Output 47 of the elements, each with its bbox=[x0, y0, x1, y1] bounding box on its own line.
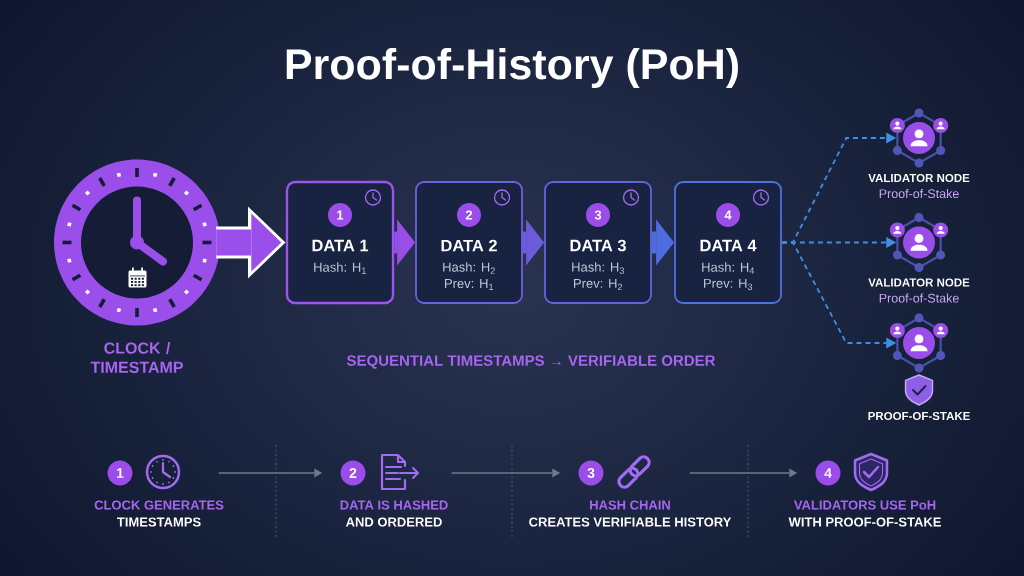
number-badge: 2 bbox=[340, 460, 366, 486]
arrow bbox=[216, 206, 286, 279]
number-badge: 3 bbox=[586, 203, 610, 227]
number-badge: 1 bbox=[107, 460, 133, 486]
step-title: HASH CHAIN bbox=[590, 500, 670, 510]
hash-text: Prev: H$_{3}$ bbox=[704, 278, 753, 291]
data-block bbox=[285, 180, 395, 305]
node-subtitle: Proof-of-Stake bbox=[879, 293, 959, 303]
step-text: TIMESTAMPS bbox=[117, 517, 201, 527]
data-block bbox=[544, 181, 652, 304]
block-title: DATA 2 bbox=[441, 239, 497, 252]
number-badge: 2 bbox=[457, 203, 481, 227]
hash-text: Hash: H$_{2}$ bbox=[443, 262, 495, 274]
arrow bbox=[781, 241, 897, 349]
arrow bbox=[651, 219, 675, 266]
hash-text: Hash: H$_{1}$ bbox=[314, 262, 366, 274]
hash-text: Prev: H$_{1}$ bbox=[445, 278, 494, 291]
step-text: CREATES VERIFIABLE HISTORY bbox=[529, 517, 732, 527]
node-title: PROOF-OF-STAKE bbox=[868, 411, 970, 421]
hash-text: Hash: H$_{3}$ bbox=[572, 262, 624, 274]
arrow bbox=[451, 468, 561, 478]
node-title: VALIDATOR NODE bbox=[868, 173, 970, 183]
step-text: WITH PROOF-OF-STAKE bbox=[788, 517, 941, 527]
data-block bbox=[415, 181, 523, 304]
tagline: SEQUENTIAL TIMESTAMPS → VERIFIABLE ORDER bbox=[347, 355, 716, 369]
number-badge: 4 bbox=[716, 203, 740, 227]
arrow bbox=[522, 219, 545, 266]
node-title: VALIDATOR NODE bbox=[868, 278, 970, 287]
block-title: DATA 3 bbox=[570, 239, 626, 252]
block-title: DATA 4 bbox=[700, 239, 757, 252]
step-title: CLOCK GENERATES bbox=[94, 500, 224, 510]
node-subtitle: Proof-of-Stake bbox=[879, 188, 959, 199]
step-text: AND ORDERED bbox=[345, 517, 442, 527]
number-badge: 1 bbox=[328, 203, 352, 227]
number-badge: 4 bbox=[815, 460, 841, 486]
arrow bbox=[394, 219, 416, 266]
hash-text: Prev: H$_{2}$ bbox=[574, 278, 623, 291]
step-title: DATA IS HASHED bbox=[340, 500, 448, 510]
data-block bbox=[674, 181, 782, 304]
hash-text: Hash: H$_{4}$ bbox=[702, 262, 755, 274]
title: Proof-of-History (PoH) bbox=[286, 47, 738, 89]
block-title: DATA 1 bbox=[312, 239, 369, 252]
arrow bbox=[689, 468, 798, 478]
arrow bbox=[218, 468, 323, 478]
number-badge: 3 bbox=[578, 460, 604, 486]
step-title: VALIDATORS USE PoH bbox=[793, 500, 936, 510]
node-label: CLOCK / TIMESTAMP bbox=[90, 342, 183, 373]
